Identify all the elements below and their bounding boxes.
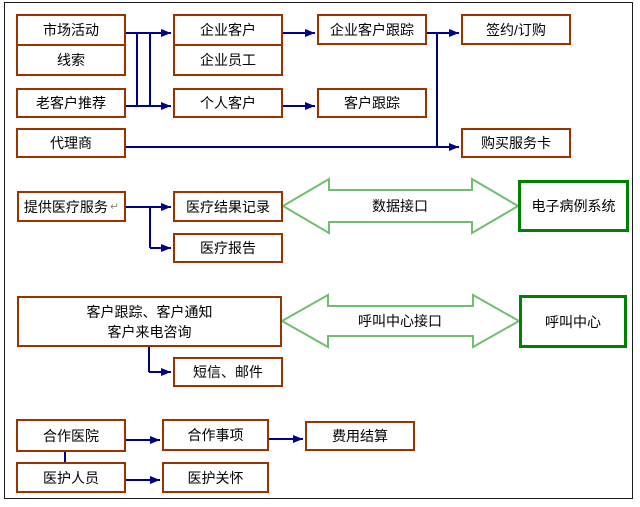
- node-customer-tracking: 客户跟踪: [317, 88, 427, 118]
- node-corporate-customer-tracking: 企业客户跟踪: [317, 14, 427, 45]
- node-old-customer-referral: 老客户推荐: [16, 88, 126, 118]
- node-tracking-notify-line2: 客户来电咨询: [107, 323, 192, 340]
- node-market-activity: 市场活动: [43, 22, 99, 38]
- node-corporate-customer: 企业客户: [200, 22, 256, 38]
- node-sms-email: 短信、邮件: [173, 357, 283, 387]
- node-emr-system: 电子病例系统: [518, 180, 629, 232]
- node-medical-staff: 医护人员: [16, 462, 126, 493]
- node-medical-result-record: 医疗结果记录: [173, 191, 283, 222]
- node-cooperation-items: 合作事项: [162, 419, 269, 451]
- node-provide-medical-service-label: 提供医疗服务: [23, 198, 108, 215]
- node-tracking-notify-line1: 客户跟踪、客户通知: [86, 303, 213, 320]
- node-medical-care: 医护关怀: [162, 462, 269, 493]
- node-agent: 代理商: [16, 128, 126, 158]
- return-mark-icon: ↵: [109, 200, 120, 213]
- node-sign-order: 签约/订购: [461, 14, 571, 45]
- node-tracking-notify: 客户跟踪、客户通知 客户来电咨询: [17, 296, 282, 347]
- node-personal-customer: 个人客户: [173, 88, 283, 118]
- node-provide-medical-service: 提供医疗服务 ↵: [17, 191, 126, 222]
- node-fee-settlement: 费用结算: [305, 421, 415, 451]
- node-leads: 线索: [18, 44, 124, 74]
- node-medical-report: 医疗报告: [173, 233, 283, 263]
- data-interface-label: 数据接口: [372, 198, 428, 214]
- node-call-center: 呼叫中心: [519, 295, 627, 348]
- node-corporate-employee: 企业员工: [175, 44, 281, 74]
- node-partner-hospital: 合作医院: [16, 419, 126, 452]
- node-buy-service-card: 购买服务卡: [461, 128, 571, 158]
- node-corporate-customer-employee: 企业客户 企业员工: [173, 14, 283, 76]
- node-market-activity-leads: 市场活动 线索: [16, 14, 126, 76]
- page-border: [4, 2, 633, 499]
- call-center-interface-label: 呼叫中心接口: [358, 313, 442, 329]
